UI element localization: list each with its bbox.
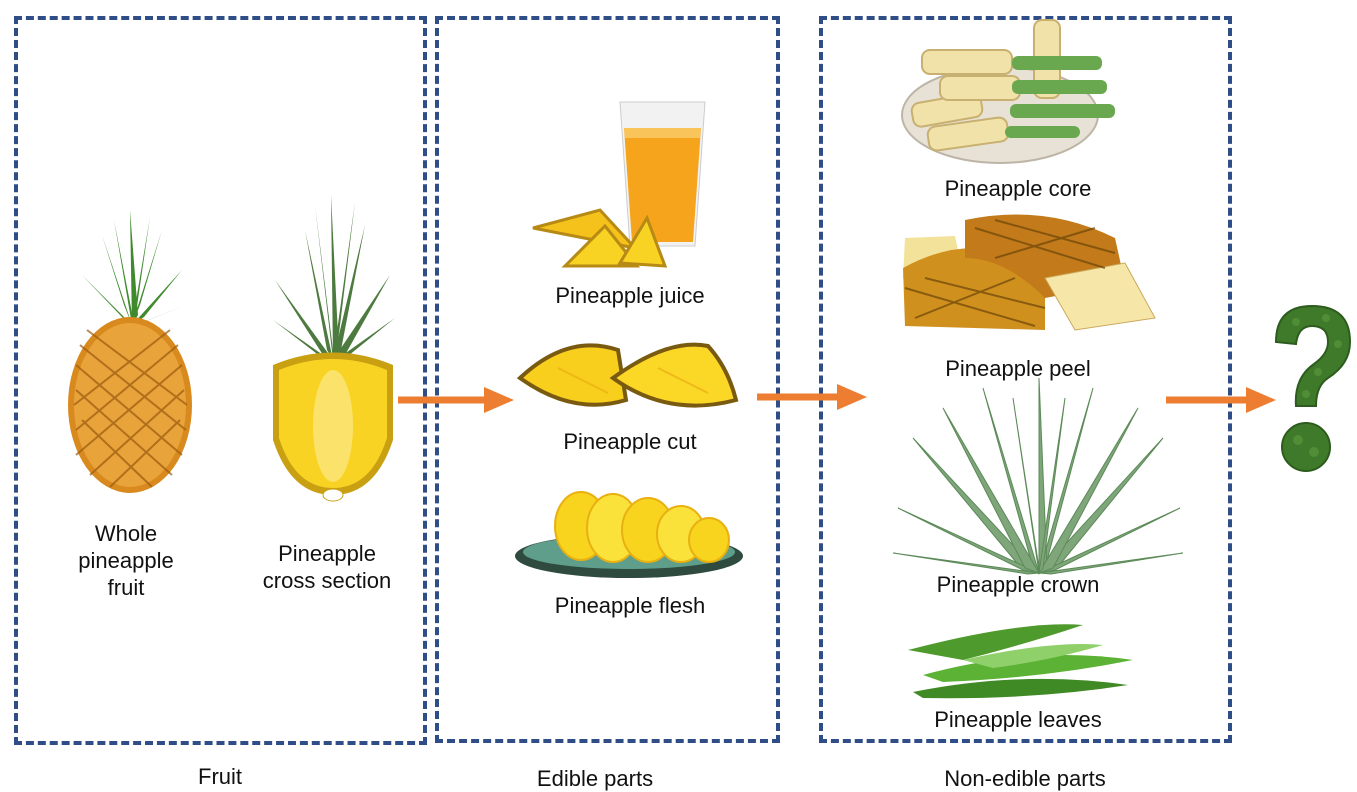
pineapple-crown-label: Pineapple crown: [918, 571, 1118, 598]
whole-pineapple-image: [62, 205, 202, 495]
pineapple-peel-image: [895, 208, 1157, 333]
pineapple-cross-section-image: [265, 190, 405, 510]
pineapple-leaves-label: Pineapple leaves: [918, 706, 1118, 733]
pineapple-cross-section-label: Pineapple cross section: [252, 540, 402, 594]
arrow-non-edible-to-question: [1166, 385, 1278, 415]
whole-pineapple-label: Whole pineapple fruit: [66, 520, 186, 601]
edible-section-label: Edible parts: [505, 766, 685, 792]
pineapple-core-label: Pineapple core: [918, 175, 1118, 202]
question-mark-icon: [1266, 302, 1354, 474]
pineapple-core-image: [900, 20, 1122, 165]
pineapple-leaves-image: [903, 620, 1143, 700]
pineapple-cut-image: [518, 338, 743, 418]
pineapple-juice-label: Pineapple juice: [530, 282, 730, 309]
pineapple-flesh-image: [513, 488, 745, 583]
pineapple-flesh-label: Pineapple flesh: [530, 592, 730, 619]
pineapple-crown-image: [893, 378, 1185, 578]
pineapple-cross-section-label-line2: cross section: [252, 567, 402, 594]
whole-pineapple-label-line3: fruit: [66, 574, 186, 601]
pineapple-juice-image: [525, 98, 710, 278]
whole-pineapple-label-line1: Whole: [66, 520, 186, 547]
fruit-section-label: Fruit: [150, 764, 290, 790]
whole-pineapple-label-line2: pineapple: [66, 547, 186, 574]
pineapple-cut-label: Pineapple cut: [530, 428, 730, 455]
non-edible-section-label: Non-edible parts: [915, 766, 1135, 792]
arrow-fruit-to-edible: [398, 385, 516, 415]
arrow-edible-to-non-edible: [757, 382, 869, 412]
pineapple-cross-section-label-line1: Pineapple: [252, 540, 402, 567]
